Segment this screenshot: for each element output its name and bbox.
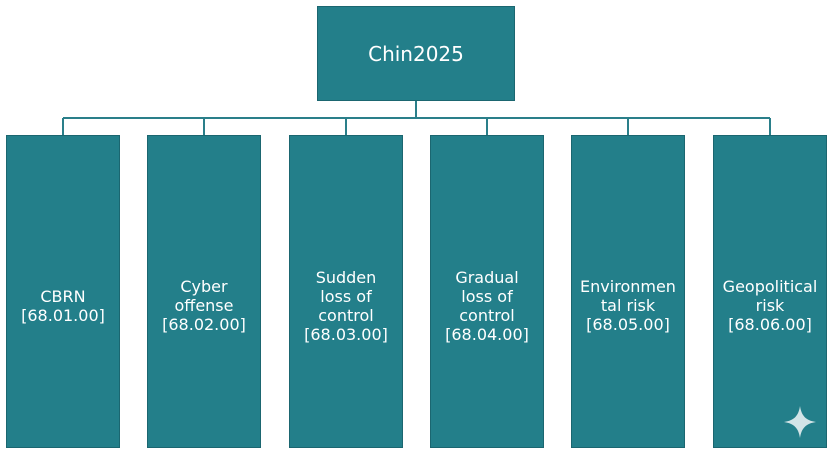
child-node-cyber-offense[interactable]: Cyber offense [68.02.00] [147,135,261,448]
sparkle-icon [784,406,816,438]
child-node-label-line: control [459,305,515,325]
child-node-label-line: Sudden [315,267,377,287]
root-node-label: Chin2025 [368,41,464,66]
root-node[interactable]: Chin2025 [317,6,515,101]
child-node-label-line: control [318,305,374,325]
child-node-label-line: loss of [461,286,513,306]
child-node-code: [68.03.00] [304,324,388,344]
child-node-code: [68.02.00] [162,315,246,334]
child-node-code: [68.05.00] [586,315,670,334]
child-node-environmental-risk[interactable]: Environmen tal risk [68.05.00] [571,135,685,448]
child-node-code: [68.06.00] [728,315,812,334]
child-node-label-line: loss of [320,286,372,306]
child-node-label-line: Geopolitical [722,277,818,296]
child-node-label-line: tal risk [600,296,656,315]
child-node-gradual-loss-of-control[interactable]: Gradual loss of control [68.04.00] [430,135,544,448]
child-node-label-line: Environmen [580,277,676,296]
child-node-code: [68.01.00] [21,305,105,325]
child-node-label-line: CBRN [40,286,86,306]
child-node-label-line: offense [174,296,234,315]
child-node-code: [68.04.00] [445,324,529,344]
child-node-label-line: Gradual [455,267,519,287]
child-node-geopolitical-risk[interactable]: Geopolitical risk [68.06.00] [713,135,827,448]
child-node-sudden-loss-of-control[interactable]: Sudden loss of control [68.03.00] [289,135,403,448]
child-node-cbrn[interactable]: CBRN [68.01.00] [6,135,120,448]
child-node-label-line: Cyber [180,277,228,296]
child-node-label-line: risk [755,296,785,315]
